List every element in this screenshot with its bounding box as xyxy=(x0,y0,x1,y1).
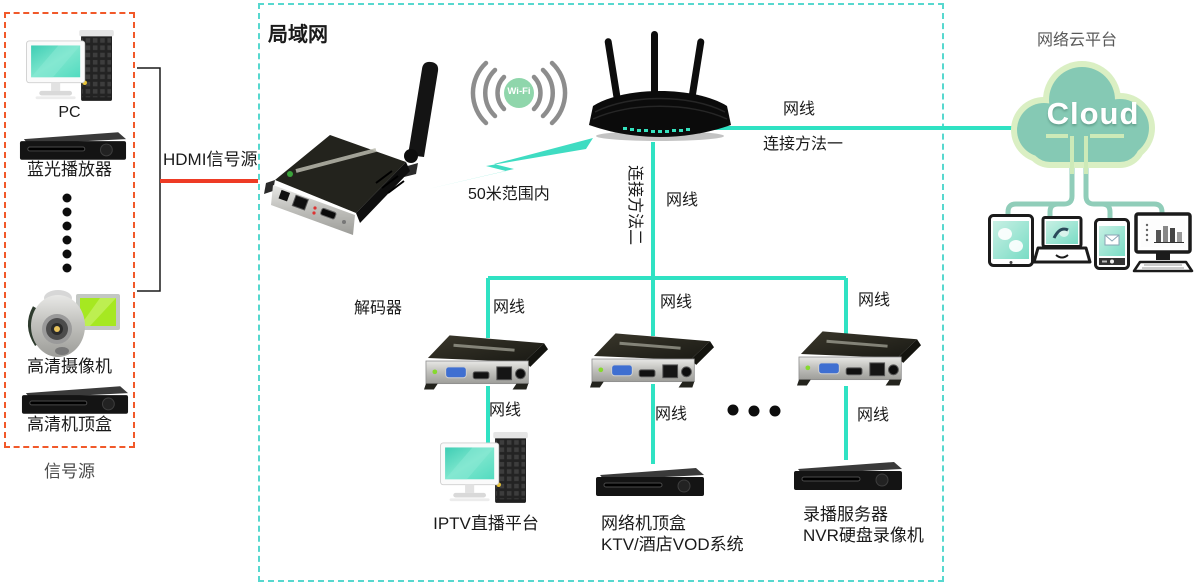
cloud-icon xyxy=(1011,61,1155,174)
laptop-icon xyxy=(1032,216,1092,264)
ellipsis-dots-vertical xyxy=(62,193,72,273)
ellipsis-dots-horizontal xyxy=(727,404,781,417)
signal-source-caption: 信号源 xyxy=(44,462,95,481)
iptv-pc-icon xyxy=(440,432,528,503)
hdmi-encoder-icon xyxy=(264,61,439,235)
hd-camera-label: 高清摄像机 xyxy=(27,357,112,376)
ethernet-lines xyxy=(486,126,1014,464)
wifi-signal-icon xyxy=(470,60,568,126)
hdmi-source-label: HDMI信号源 xyxy=(163,150,258,169)
hd-settopbox-icon xyxy=(21,386,129,414)
iptv-platform-label: IPTV直播平台 xyxy=(433,514,539,533)
decoder1-icon xyxy=(424,335,548,390)
cloud-label: Cloud xyxy=(1046,96,1140,131)
cable-label-d3-top: 网线 xyxy=(858,292,891,309)
network-stb-label-line1: 网络机顶盒 xyxy=(601,514,686,533)
cable-label-d2-bottom: 网线 xyxy=(655,406,688,423)
hd-settopbox-label: 高清机顶盒 xyxy=(27,415,112,434)
decoder3-icon xyxy=(797,331,921,386)
phone-icon xyxy=(1094,218,1130,270)
connection-method2-label: 连接方法二 xyxy=(626,165,644,246)
network-settopbox-icon xyxy=(596,468,704,496)
cloud-platform-caption: 网络云平台 xyxy=(1037,32,1118,49)
nvr-label-line1: 录播服务器 xyxy=(803,505,888,524)
cloud-device-connectors xyxy=(1005,147,1165,227)
cable-label-d3-bottom: 网线 xyxy=(857,407,890,424)
hd-camera-icon xyxy=(28,290,120,357)
cable-label-router-cloud: 网线 xyxy=(783,101,816,118)
wifi-badge-label: Wi-Fi xyxy=(507,86,531,97)
router-led-strip xyxy=(623,127,690,133)
cable-label-d2-top: 网线 xyxy=(660,294,693,311)
lightning-bolt-icon xyxy=(428,138,593,189)
cable-label-d1-top: 网线 xyxy=(493,299,526,316)
cable-label-d1-bottom: 网线 xyxy=(489,402,522,419)
lan-group-box xyxy=(258,3,944,582)
desktop-monitor-icon xyxy=(1132,212,1194,273)
network-stb-label-line2: KTV/酒店VOD系统 xyxy=(601,535,744,554)
decoder-caption: 解码器 xyxy=(354,300,403,317)
signal-source-group-box xyxy=(4,12,135,448)
decoder2-icon xyxy=(590,333,714,388)
nvr-label-line2: NVR硬盘录像机 xyxy=(803,526,924,545)
bluray-player-icon xyxy=(19,132,127,160)
router-icon xyxy=(589,31,731,141)
cable-label-router-down: 网线 xyxy=(666,192,699,209)
lan-title: 局域网 xyxy=(268,24,328,46)
tablet-icon xyxy=(988,214,1034,267)
pc-icon xyxy=(26,30,114,101)
nvr-server-icon xyxy=(794,462,902,490)
wifi-range-label: 50米范围内 xyxy=(468,186,550,203)
source-bracket-line xyxy=(137,67,161,292)
bluray-label: 蓝光播放器 xyxy=(27,160,112,179)
connection-method1-label: 连接方法一 xyxy=(763,136,844,153)
pc-label: PC xyxy=(58,104,81,121)
